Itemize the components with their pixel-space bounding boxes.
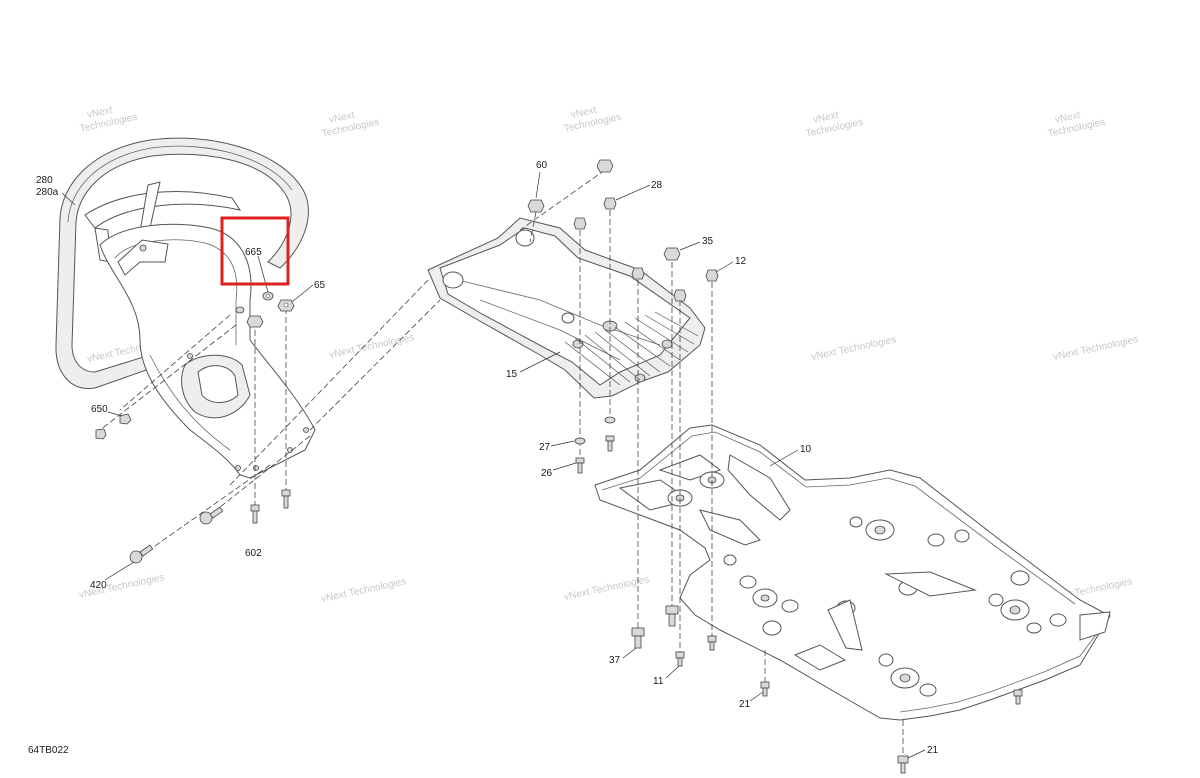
bolt-icon	[675, 651, 685, 667]
svg-text:vNext Technologies: vNext Technologies	[810, 334, 897, 363]
watermark: vNext Technologies	[1052, 334, 1139, 363]
callout-280[interactable]: 280	[36, 175, 53, 186]
svg-text:vNext Technologies: vNext Technologies	[320, 576, 407, 605]
svg-text:vNext: vNext	[1054, 110, 1082, 126]
callout-602[interactable]: 602	[245, 548, 262, 559]
watermark: vNext Technologies	[79, 105, 138, 135]
callout-37[interactable]: 37	[609, 655, 621, 666]
washer-icon	[235, 306, 245, 314]
callout-15[interactable]: 15	[506, 369, 518, 380]
nut-icon	[573, 217, 587, 230]
washer-icon	[262, 291, 274, 301]
svg-text:vNext: vNext	[86, 105, 114, 121]
bolt-icon	[707, 635, 717, 651]
nut-icon	[603, 197, 617, 210]
callout-21[interactable]: 21	[739, 699, 751, 710]
watermark: vNext Technologies	[810, 334, 897, 363]
bolt-icon	[281, 489, 291, 509]
callout-11[interactable]: 11	[653, 676, 664, 687]
callout-65[interactable]: 65	[314, 280, 326, 291]
watermark: vNext Technologies	[805, 110, 864, 140]
watermark: vNext Technologies	[1047, 110, 1106, 140]
watermark: vNext Technologies	[320, 576, 407, 605]
bolt-icon	[1013, 689, 1023, 705]
svg-text:vNext Technologies: vNext Technologies	[563, 574, 650, 603]
nut-icon	[663, 247, 681, 261]
nut-icon	[95, 428, 107, 440]
bolt-icon	[199, 506, 224, 525]
bolt-icon	[129, 544, 154, 564]
bumper-part-280	[55, 137, 316, 479]
svg-text:vNext: vNext	[328, 110, 356, 126]
skid-plate-part-15	[427, 217, 706, 399]
bolt-icon	[250, 504, 260, 524]
bolt-icon	[897, 755, 909, 774]
callout-420[interactable]: 420	[90, 580, 107, 591]
bolt-icon	[575, 457, 585, 474]
callout-27[interactable]: 27	[539, 442, 551, 453]
hardware-layer	[95, 159, 1023, 774]
bolt-icon	[605, 435, 615, 452]
callout-12[interactable]: 12	[735, 256, 747, 267]
skid-plate-part-10	[594, 424, 1111, 721]
assembly-lines	[99, 169, 904, 760]
callout-21[interactable]: 21	[927, 745, 939, 756]
callout-280a[interactable]: 280a	[36, 187, 59, 198]
nut-icon	[673, 289, 687, 302]
callout-26[interactable]: 26	[541, 468, 553, 479]
washer-icon	[604, 416, 616, 424]
highlight-box	[220, 216, 290, 286]
nut-icon	[705, 269, 719, 282]
nut-icon	[277, 299, 295, 312]
watermark: vNext Technologies	[563, 574, 650, 603]
bolt-icon	[665, 605, 679, 627]
diagram-reference: 64TB022	[28, 745, 69, 756]
callout-60[interactable]: 60	[536, 160, 548, 171]
nut-icon	[119, 413, 132, 425]
svg-text:vNext Technologies: vNext Technologies	[1052, 334, 1139, 363]
callout-10[interactable]: 10	[800, 444, 812, 455]
washer-icon	[574, 437, 586, 445]
watermark: vNext Technologies	[328, 332, 415, 361]
bolt-icon	[760, 681, 770, 697]
nut-icon	[596, 159, 614, 173]
callout-labels: 280 280a 665 65 650 602 420 60 28 35 12 …	[36, 160, 939, 756]
watermark: vNext Technologies	[563, 105, 622, 135]
callout-28[interactable]: 28	[651, 180, 663, 191]
svg-text:vNext: vNext	[570, 105, 598, 121]
svg-text:vNext: vNext	[812, 110, 840, 126]
svg-text:vNext Technologies: vNext Technologies	[328, 332, 415, 361]
nut-icon	[631, 267, 645, 280]
callout-650[interactable]: 650	[91, 404, 108, 415]
watermark: vNext Technologies	[321, 110, 380, 140]
callout-35[interactable]: 35	[702, 236, 714, 247]
leader-lines	[61, 171, 926, 759]
nut-icon	[246, 315, 264, 328]
bolt-icon	[631, 627, 645, 649]
nut-icon	[527, 199, 545, 213]
callout-665[interactable]: 665	[245, 247, 262, 258]
